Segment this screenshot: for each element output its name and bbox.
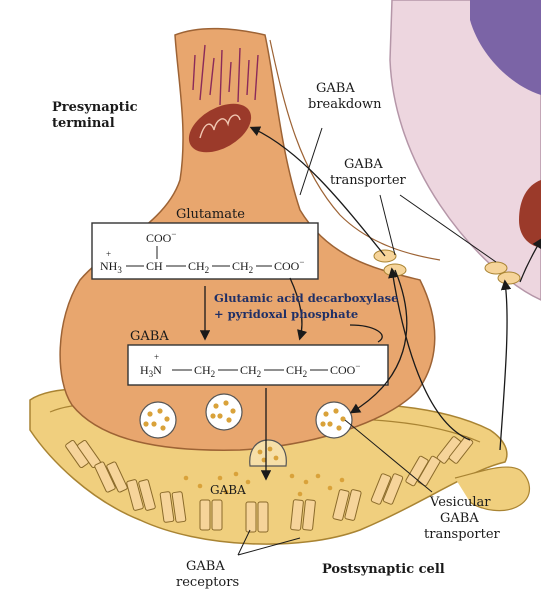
arrow-glial-uptake (500, 282, 507, 450)
label-gaba-transporter-line1: GABA (344, 157, 383, 172)
label-gaba-box: GABA (130, 329, 169, 344)
label-enzyme-line1: Glutamic acid decarboxylase (214, 291, 398, 305)
label-vesicular-line1: Vesicular (429, 495, 491, 510)
glutamate-ch: CH (146, 259, 163, 273)
label-presynaptic-line1: Presynaptic (52, 100, 138, 115)
label-receptors-line2: receptors (176, 575, 239, 590)
label-enzyme-line2: + pyridoxal phosphate (214, 307, 358, 321)
gaba-plus: + (154, 352, 159, 362)
label-postsynaptic-cell: Postsynaptic cell (322, 562, 445, 577)
glutamate-plus: + (106, 249, 111, 259)
label-presynaptic-line2: terminal (52, 116, 115, 131)
label-gaba-transporter-line2: transporter (330, 173, 407, 188)
glial-cell (390, 0, 541, 300)
label-glutamate: Glutamate (176, 207, 245, 222)
label-gaba-breakdown-line1: GABA (316, 81, 355, 96)
label-vesicular-line3: transporter (424, 527, 501, 542)
label-gaba-breakdown-line2: breakdown (308, 97, 382, 112)
label-gaba-cleft: GABA (210, 483, 246, 497)
vesicle (140, 402, 176, 438)
vesicle (206, 394, 242, 430)
label-vesicular-line2: GABA (440, 511, 479, 526)
vesicle (316, 402, 352, 438)
label-receptors-line1: GABA (186, 559, 225, 574)
